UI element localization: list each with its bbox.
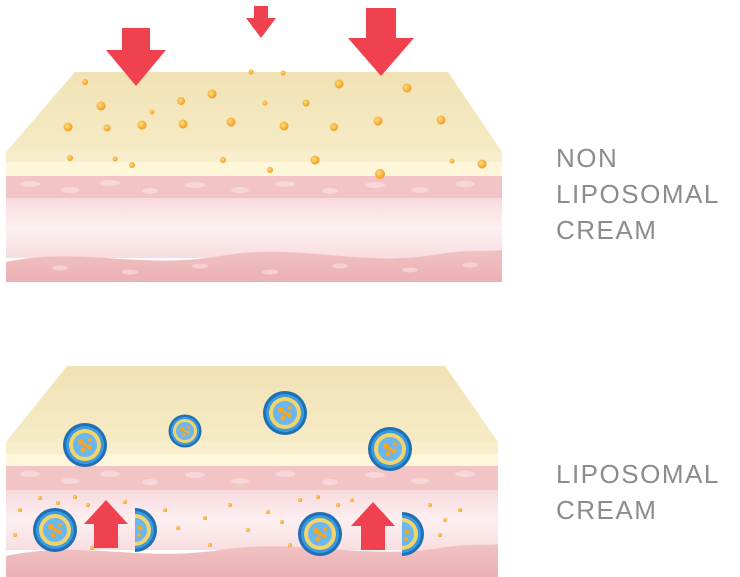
subcutaneous-layer xyxy=(6,544,498,577)
arrow-down-icon xyxy=(106,28,166,86)
label-line: CREAM xyxy=(556,495,658,525)
label-line: NON xyxy=(556,143,619,173)
liposomal-skin-panel xyxy=(6,366,498,577)
liposomal-cream-label: LIPOSOMAL CREAM xyxy=(556,456,720,528)
arrow-down-icon xyxy=(348,8,414,76)
label-line: LIPOSOMAL xyxy=(556,459,720,489)
cream-layer-side xyxy=(6,152,502,162)
cream-layer-top-face xyxy=(6,366,498,442)
dermis-layer xyxy=(6,490,498,550)
downward-arrows xyxy=(106,6,414,86)
arrow-down-icon xyxy=(246,6,276,38)
non-liposomal-skin-panel xyxy=(6,6,502,282)
arrow-up-icon xyxy=(84,500,128,548)
arrow-up-icon xyxy=(351,502,395,550)
epidermis-layer xyxy=(6,466,498,490)
cream-layer-top-face xyxy=(6,72,502,152)
epidermis-layer xyxy=(6,176,502,198)
non-liposomal-cream-label: NON LIPOSOMAL CREAM xyxy=(556,140,720,248)
upward-arrows xyxy=(84,500,395,550)
label-line: CREAM xyxy=(556,215,658,245)
label-line: LIPOSOMAL xyxy=(556,179,720,209)
cream-particles xyxy=(63,69,487,179)
dermis-layer xyxy=(6,198,502,258)
